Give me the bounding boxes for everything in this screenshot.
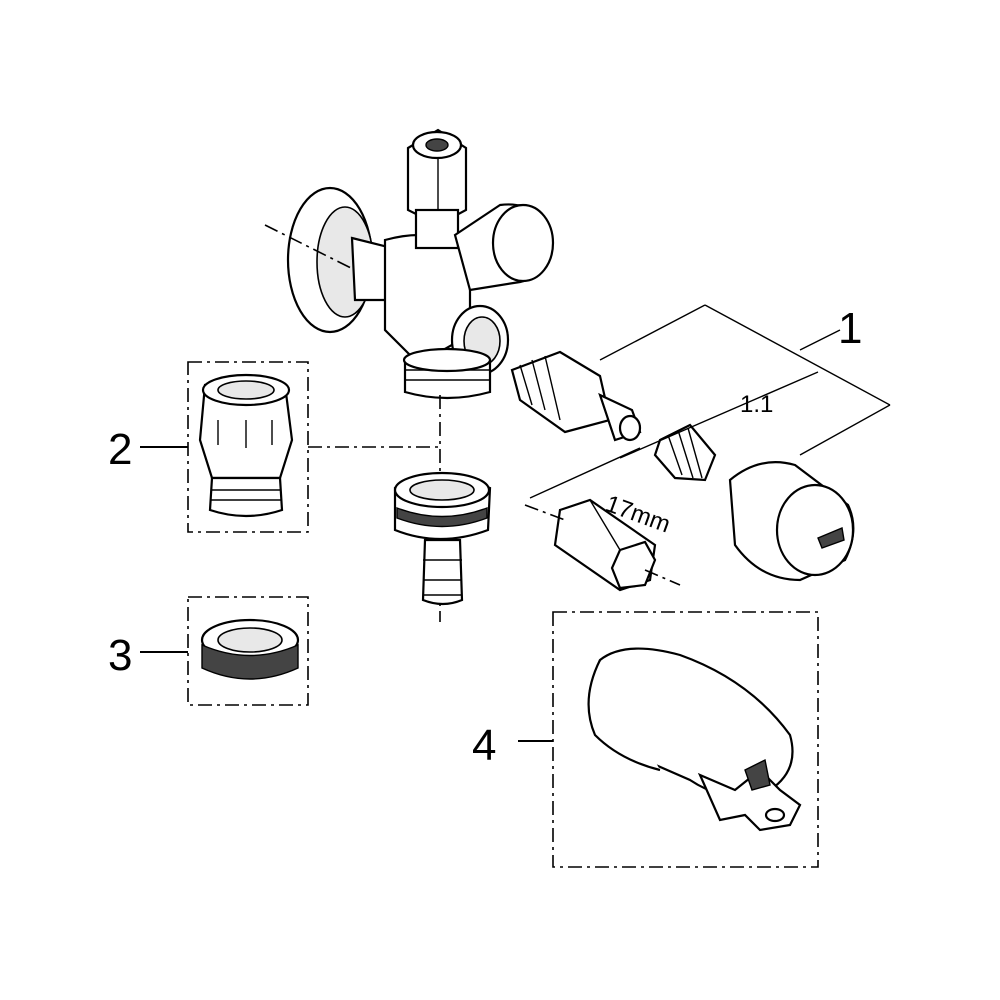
box-part-3 bbox=[187, 596, 309, 706]
knurled-nut bbox=[200, 618, 300, 680]
thread-adapter bbox=[198, 373, 294, 518]
callout-4: 4 bbox=[472, 721, 496, 770]
hose-connector bbox=[393, 471, 492, 606]
angle-valve-body bbox=[264, 128, 555, 400]
callout-1-bracket bbox=[529, 304, 891, 499]
cap-handle bbox=[728, 461, 855, 582]
callout-1: 1 bbox=[838, 304, 862, 353]
callout-2: 2 bbox=[108, 425, 132, 474]
wrench-17mm bbox=[553, 498, 657, 592]
callout-3: 3 bbox=[108, 631, 132, 680]
lever-handle bbox=[587, 647, 802, 832]
valve-cartridge bbox=[510, 350, 642, 442]
callout-1-1: 1.1 bbox=[740, 391, 773, 418]
spline-adapter bbox=[653, 423, 717, 482]
box-part-4 bbox=[552, 611, 819, 868]
